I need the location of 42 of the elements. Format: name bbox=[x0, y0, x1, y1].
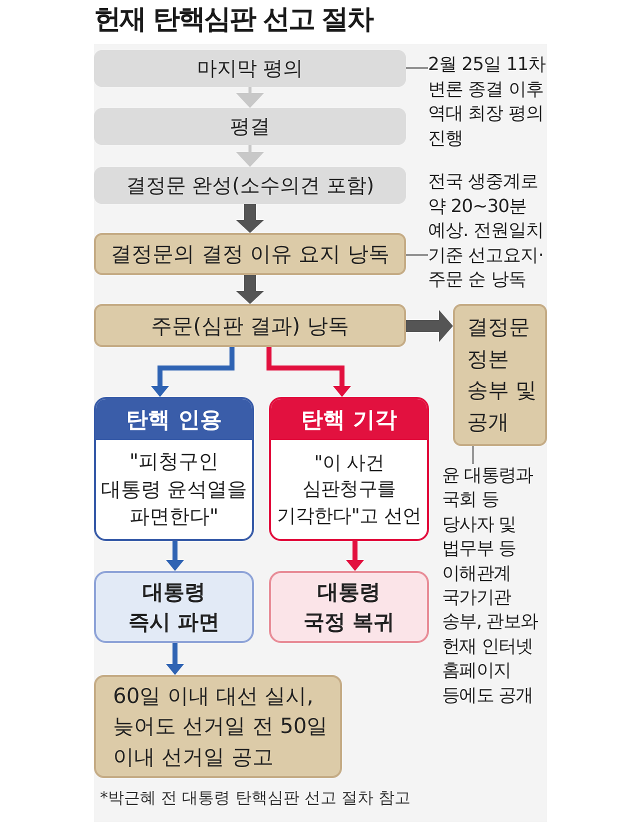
step-label: 마지막 평의 bbox=[196, 55, 304, 82]
card-text: "이 사건 심판청구를 기각한다"고 선언 bbox=[276, 451, 422, 529]
step-label: 60일 이내 대선 실시, 늦어도 선거일 전 50일 이내 선거일 공고 bbox=[113, 682, 329, 771]
card-heading: 탄핵 인용 bbox=[96, 399, 252, 440]
step-label: 대통령 국정 복귀 bbox=[302, 578, 396, 636]
note-text: 2월 25일 11차 변론 종결 이후 역대 최장 평의 진행 bbox=[428, 53, 548, 152]
arrow bbox=[406, 310, 453, 342]
step-box bbox=[94, 167, 406, 204]
leader-line bbox=[472, 446, 474, 464]
arrow bbox=[166, 643, 184, 675]
step-label: 결정문의 결정 이유 요지 낭독 bbox=[110, 241, 390, 268]
result-box bbox=[94, 571, 254, 643]
note-text: 윤 대통령과 국회 등 당사자 및 법무부 등 이해관계 국가기관 송부, 관보와 헌재 인터넷 홈페이지 등에도 공개 bbox=[442, 464, 548, 708]
card-text: "피청구인 대통령 윤석열을 파면한다" bbox=[100, 448, 248, 530]
step-box bbox=[94, 304, 406, 347]
arrow bbox=[236, 275, 264, 304]
step-box bbox=[94, 108, 406, 145]
arrow bbox=[151, 347, 234, 397]
leader-line bbox=[406, 67, 428, 69]
outcome-card bbox=[94, 397, 254, 541]
arrow bbox=[236, 87, 264, 108]
step-box bbox=[94, 675, 342, 778]
arrow bbox=[236, 145, 264, 167]
arrow bbox=[266, 347, 351, 397]
step-label: 결정문 완성(소수의견 포함) bbox=[126, 172, 374, 199]
diagram-title: 헌재 탄핵심판 선고 절차 bbox=[94, 3, 373, 37]
step-label: 결정문 정본 송부 및 공개 bbox=[467, 314, 538, 436]
note-text: 전국 생중계로 약 20~30분 예상. 전원일치 기준 선고요지·주문 순 낭독 bbox=[428, 170, 548, 293]
step-box bbox=[94, 233, 406, 275]
step-label: 대통령 즉시 파면 bbox=[127, 578, 221, 636]
result-box bbox=[269, 571, 429, 643]
step-label: 평결 bbox=[230, 113, 270, 140]
step-box bbox=[94, 50, 406, 87]
outcome-card bbox=[269, 397, 429, 541]
arrow bbox=[236, 204, 264, 233]
arrow bbox=[166, 541, 184, 571]
step-label: 주문(심판 결과) 낭독 bbox=[151, 312, 349, 340]
step-box bbox=[453, 304, 547, 446]
arrow bbox=[346, 541, 364, 571]
footnote: *박근혜 전 대통령 탄핵심판 선고 절차 참고 bbox=[100, 787, 411, 809]
card-heading: 탄핵 기각 bbox=[271, 399, 427, 440]
leader-line bbox=[406, 254, 428, 256]
